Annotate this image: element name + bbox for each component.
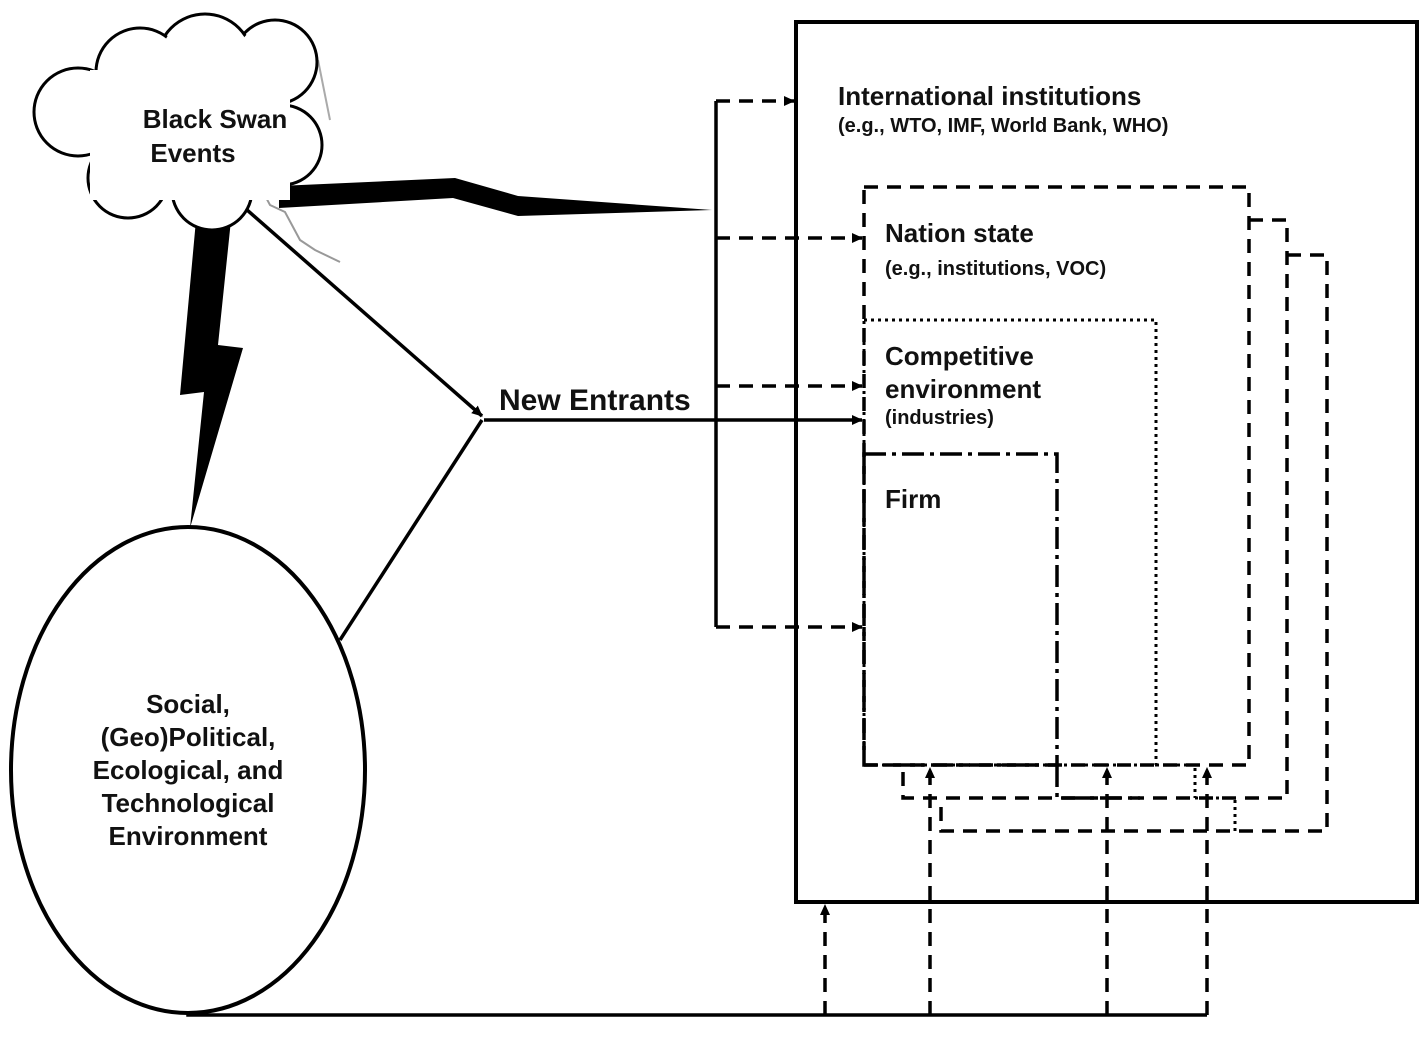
environment-line: Environment bbox=[108, 821, 268, 851]
competitive-box-back-1 bbox=[1156, 763, 1197, 798]
new-entrants-label: New Entrants bbox=[499, 384, 691, 417]
firm-box bbox=[862, 452, 1059, 767]
environment-line: Technological bbox=[101, 788, 275, 818]
nation-state-box-back-2 bbox=[939, 253, 1329, 833]
international-institutions-examples: (e.g., WTO, IMF, World Bank, WHO) bbox=[838, 115, 1169, 137]
environment-to-new-entrants-line bbox=[338, 419, 484, 641]
competitive-environment-title: Competitive environment bbox=[885, 340, 1041, 406]
cloud-fill bbox=[36, 16, 320, 228]
competitive-line2: environment bbox=[885, 374, 1042, 404]
competitive-environment-examples: (industries) bbox=[885, 407, 994, 429]
nation-state-examples: (e.g., institutions, VOC) bbox=[885, 258, 1107, 280]
lightning-bolt-horizontal-icon bbox=[279, 178, 712, 216]
environment-line: Social, bbox=[146, 689, 230, 719]
nation-state-title: Nation state bbox=[885, 218, 1034, 248]
environment-label: Social, (Geo)Political, Ecological, and … bbox=[48, 688, 328, 853]
international-institutions-title: International institutions bbox=[838, 81, 1142, 111]
black-swan-to-new-entrants-line bbox=[236, 200, 484, 418]
environment-line: Ecological, and bbox=[92, 755, 284, 785]
firm-box-back bbox=[1055, 765, 1140, 800]
lightning-bolt-vertical-icon bbox=[180, 220, 243, 528]
international-institutions-box bbox=[794, 20, 1419, 904]
nation-state-box-back-1 bbox=[901, 218, 1289, 800]
black-swan-label: Black Swan Events bbox=[130, 102, 300, 170]
environment-line: (Geo)Political, bbox=[100, 722, 276, 752]
environment-feedback-line bbox=[186, 1013, 1207, 1017]
black-swan-line2: Events bbox=[150, 138, 236, 168]
competitive-box-back-2 bbox=[1195, 796, 1237, 831]
black-swan-line1: Black Swan bbox=[142, 104, 288, 134]
competitive-line1: Competitive bbox=[885, 341, 1034, 371]
faint-lightning-icon-2 bbox=[317, 59, 331, 121]
firm-title: Firm bbox=[885, 484, 942, 514]
